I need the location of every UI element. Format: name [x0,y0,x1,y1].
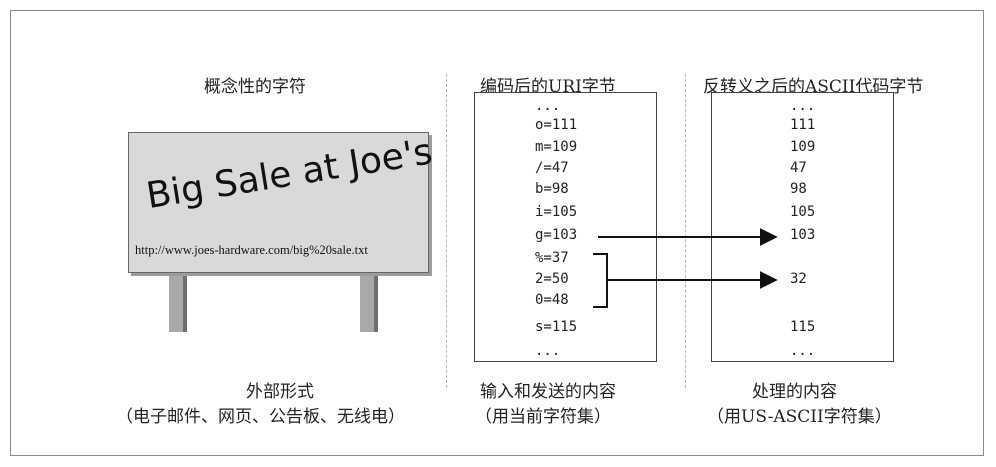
ascii-byte-item: 103 [790,227,816,243]
billboard-url: http://www.joes-hardware.com/big%20sale.… [135,243,368,257]
sign-post-left [169,272,187,332]
ascii-byte-item: 111 [790,117,816,133]
encoded-byte-item: 2=50 [535,271,569,287]
ascii-byte-item: 32 [790,271,807,287]
encoded-byte-item: s=115 [535,319,578,335]
footer-external-form: 外部形式 [246,382,314,402]
encoded-byte-item: i=105 [535,204,578,220]
encoded-byte-item: m=109 [535,139,578,155]
footer-processed-charset: （用US-ASCII字符集） [707,407,892,427]
ascii-byte-item: 47 [790,160,807,176]
footer-external-form-examples: （电子邮件、网页、公告板、无线电） [116,407,405,427]
sign-post-right [360,272,378,332]
ascii-byte-item: 109 [790,139,816,155]
encoded-byte-item: ... [535,98,561,114]
header-conceptual-characters: 概念性的字符 [204,77,306,97]
ascii-byte-item: ... [790,343,816,359]
bracket-percent-encoding [593,253,608,308]
divider-left [446,74,447,388]
encoded-byte-item: b=98 [535,181,569,197]
encoded-byte-item: o=111 [535,117,578,133]
encoded-byte-item: 0=48 [535,292,569,308]
encoded-byte-item: g=103 [535,227,578,243]
footer-input-content: 输入和发送的内容 [480,382,616,402]
figure-frame [10,10,984,456]
encoded-byte-item: ... [535,343,561,359]
billboard [128,132,429,273]
footer-processed-content: 处理的内容 [752,382,837,402]
ascii-byte-item: 98 [790,181,807,197]
encoded-byte-item: /=47 [535,160,569,176]
encoded-byte-item: %=37 [535,250,569,266]
encoded-bytes-box [474,92,657,362]
ascii-byte-item: ... [790,98,816,114]
divider-right [685,74,686,388]
ascii-byte-item: 105 [790,204,816,220]
footer-input-charset: （用当前字符集） [475,407,611,427]
ascii-bytes-box [711,92,894,362]
ascii-byte-item: 115 [790,319,816,335]
